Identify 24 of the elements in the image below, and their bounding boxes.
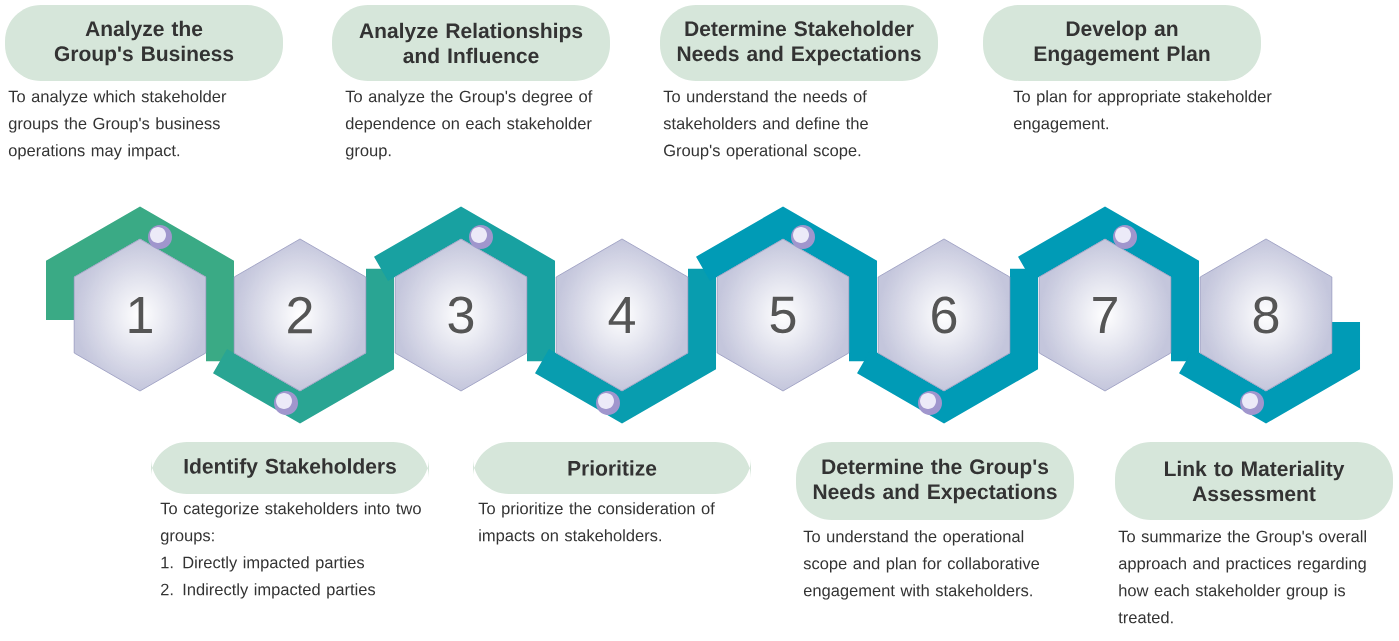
hexagon: 4 xyxy=(555,238,689,392)
description-text: To plan for appropriate stakeholder engagement. xyxy=(1013,90,1272,133)
hexagon: 5 xyxy=(716,238,850,392)
step-heading: Develop an Engagement Plan xyxy=(983,5,1261,81)
hexagon: 8 xyxy=(1199,238,1333,392)
step-heading: Prioritize xyxy=(473,442,751,494)
description-text: To analyze which stakeholder groups the Group's business operations may impact. xyxy=(8,90,227,160)
hexagon: 6 xyxy=(877,238,1011,392)
description-text: To understand the operational scope and plan for collaborative engagement with stakeholders. xyxy=(803,530,1040,600)
hexagon: 3 xyxy=(394,238,528,392)
step-heading: Determine Stakeholder Needs and Expectations xyxy=(660,5,938,81)
step-heading: Analyze Relationships and Influence xyxy=(332,5,610,81)
description-text: To prioritize the consideration of impacts on stakeholders. xyxy=(478,502,715,545)
step-heading: Link to Materiality Assessment xyxy=(1115,442,1393,520)
step-heading: Identify Stakeholders xyxy=(151,442,429,494)
description-text: To understand the needs of stakeholders and define the Group's operational scope. xyxy=(663,90,868,160)
hexagon: 1 xyxy=(73,238,207,392)
step-heading: Analyze the Group's Business xyxy=(5,5,283,81)
description-text: To analyze the Group's degree of dependence on each stakeholder group. xyxy=(345,90,593,160)
hexagon: 2 xyxy=(233,238,367,392)
step-heading: Determine the Group's Needs and Expectations xyxy=(796,442,1074,520)
description-text: To categorize stakeholders into two groups: 1. Directly impacted parties 2. Indirectly impacted parties xyxy=(160,502,421,599)
description-text: To summarize the Group's overall approach and practices regarding how each stakeholder group is treated. xyxy=(1118,530,1366,624)
hexagon: 7 xyxy=(1038,238,1172,392)
